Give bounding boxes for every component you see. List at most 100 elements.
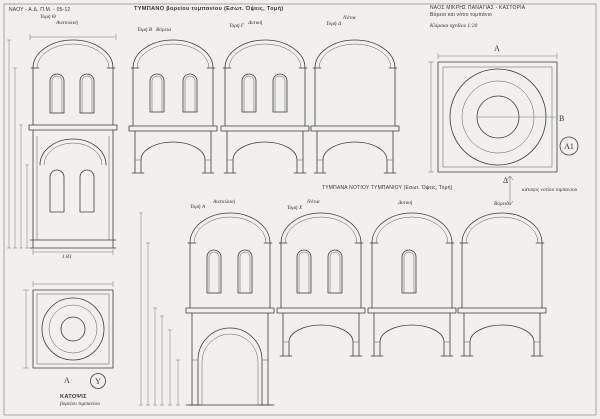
north-plan-width-dimension xyxy=(32,281,114,287)
south-section-1-window-2 xyxy=(237,249,253,294)
north-plan-label-bottom: Α xyxy=(64,376,70,385)
north-section-2-face: Βόρεια xyxy=(156,27,171,33)
archive-code: ΝΑΟΥ - Α.Δ. Π.Μ. - 05-12 xyxy=(9,7,70,13)
south-section-1-dimension-6 xyxy=(176,359,180,406)
south-section-2-piers xyxy=(282,312,360,357)
south-plan-label-top: Α xyxy=(494,44,500,53)
project-line-3: Κλίμακα σχεδίου 1:20 xyxy=(429,23,478,29)
south-section-1-window-1 xyxy=(206,249,222,294)
south-section-2-window-2 xyxy=(327,249,343,294)
north-section-3-dome-inner-arch xyxy=(228,43,302,69)
south-section-2-id: Τομή Χ xyxy=(287,205,303,211)
north-plan-caption-main: ΚΑΤΟΨΙΣ xyxy=(60,394,87,400)
north-section-1-elevation xyxy=(7,34,118,255)
north-section-2-drum-walls xyxy=(132,67,214,127)
north-section-3-piers xyxy=(226,130,304,174)
north-plan-inner-square xyxy=(36,293,110,365)
north-section-2-dome-inner-arch xyxy=(136,43,210,69)
north-section-1-drum-walls xyxy=(32,67,114,126)
south-section-3-dome-arch xyxy=(371,212,453,244)
south-plan-label-bottom: Δ xyxy=(503,176,508,185)
north-section-1-dimension-3 xyxy=(19,124,23,249)
north-plan-inner-circle xyxy=(60,316,86,342)
north-section-4-dome-arch xyxy=(314,39,396,69)
north-section-4-elevation xyxy=(310,39,400,174)
south-section-4-piers xyxy=(463,312,541,357)
south-section-3-dome-inner-arch xyxy=(375,216,449,244)
north-section-1-lower-dome-inner xyxy=(43,142,103,166)
south-plan-arrow xyxy=(506,175,514,206)
north-drum-plan: Α Υ ΚΑΤΟΨΙΣ βορείου τυμπανίου xyxy=(23,281,114,407)
north-section-1-id: Τομή Θ xyxy=(40,14,56,20)
north-plan-middle-circle xyxy=(48,304,98,354)
south-plan-callout: Α1 xyxy=(564,142,574,151)
north-section-2-window-2-reveal xyxy=(184,75,196,113)
south-section-1-lower-arch-inner xyxy=(201,333,259,405)
north-section-1-face: Ανατολική xyxy=(55,20,78,26)
south-section-2-dome-arch xyxy=(280,212,362,244)
south-section-1-dimension-3 xyxy=(153,307,157,406)
south-section-3-cornice-band xyxy=(367,307,457,314)
north-section-1-top-dimension xyxy=(29,34,117,40)
north-section-4-piers xyxy=(316,130,394,174)
north-section-3-window-1 xyxy=(241,73,257,113)
north-section-2-id: Τομή Β xyxy=(137,27,153,33)
south-section-4-cornice-band xyxy=(457,307,547,314)
north-section-2-lower-arch xyxy=(140,141,206,174)
north-section-1-window-2 xyxy=(79,73,95,114)
north-section-1-outer-walls xyxy=(32,129,114,249)
north-section-2-cornice-band xyxy=(128,125,218,132)
north-section-3-elevation xyxy=(220,39,310,174)
north-section-1-width-dimension xyxy=(32,249,114,255)
north-section-1-dome-arch xyxy=(32,39,114,69)
drum-elevations xyxy=(7,34,547,406)
north-section-3-window-2 xyxy=(272,73,288,113)
south-plan-label-right: Β xyxy=(559,114,564,123)
south-section-1-dimension-4 xyxy=(160,315,164,406)
south-section-1-drum-walls xyxy=(189,242,271,309)
south-section-4-dome-inner-arch xyxy=(465,216,539,244)
south-section-3-lower-arch xyxy=(379,324,445,357)
north-section-1-inner-walls xyxy=(36,136,110,240)
north-section-1-base xyxy=(29,239,117,249)
south-section-2-dome-inner-arch xyxy=(284,216,358,244)
south-section-1-dimension-2 xyxy=(146,242,150,406)
south-section-2-lower-arch xyxy=(288,324,354,357)
north-section-1-lower-window-1 xyxy=(49,169,65,213)
project-line-2: Βόρειο και νότιο τυμπάνιο xyxy=(430,11,492,18)
north-section-2-dome-arch xyxy=(132,39,214,69)
south-section-4-face: Βόρεια xyxy=(494,201,509,207)
south-plan-depth-dimension xyxy=(428,61,434,173)
north-section-1-lower-dome xyxy=(39,138,107,166)
south-section-2-window-2-reveal xyxy=(329,251,341,294)
north-section-1-window-1 xyxy=(49,73,65,114)
south-drum-plan: Α Β Δ Α1 κάτοψις νοτίου τυμπανίου xyxy=(428,44,579,206)
north-section-1-dimension-2 xyxy=(13,67,17,249)
south-drum-title: ΤΥΜΠΑΝΑ ΝΟΤΙΟΥ ΤΥΜΠΑΝΙΟΥ (Εσωτ. Όψεις, Τ… xyxy=(322,184,453,191)
north-section-4-lower-arch xyxy=(322,141,388,174)
south-section-3-face: Δυτική xyxy=(397,200,413,206)
north-section-2-window-1-reveal xyxy=(151,75,163,113)
south-section-2-elevation xyxy=(276,212,366,357)
north-section-1-lower-window-2 xyxy=(79,169,95,213)
north-width-dimension: 1.83 xyxy=(62,254,72,260)
north-section-4-id: Τομή Δ xyxy=(326,21,341,27)
north-section-1-dome-inner-arch xyxy=(36,43,110,69)
south-section-1-face: Ανατολική xyxy=(212,199,235,205)
north-section-3-id: Τομή Γ xyxy=(229,23,245,29)
north-section-2-piers xyxy=(134,130,212,174)
project-line-1: ΝΑΟΣ ΜΙΚΡΗΣ ΠΑΝΑΓΙΑΣ - ΚΑΣΤΟΡΙΑ xyxy=(430,5,526,11)
south-section-2-face: Νότια xyxy=(306,199,320,205)
north-section-3-window-1-reveal xyxy=(243,75,255,113)
north-section-1-dimension-1 xyxy=(7,39,11,249)
south-section-4-elevation xyxy=(457,212,547,357)
south-section-1-dimension-1 xyxy=(139,212,143,406)
north-plan-callout-circle xyxy=(90,373,106,389)
south-section-4-dome-arch xyxy=(461,212,543,244)
north-section-2-elevation xyxy=(128,39,218,174)
north-section-4-face: Νότια xyxy=(342,15,356,21)
north-section-2-window-2 xyxy=(182,73,198,113)
south-section-1-dome-inner-arch xyxy=(193,216,267,244)
north-plan-callout: Υ xyxy=(95,377,101,386)
north-plan-outer-square xyxy=(32,289,114,369)
